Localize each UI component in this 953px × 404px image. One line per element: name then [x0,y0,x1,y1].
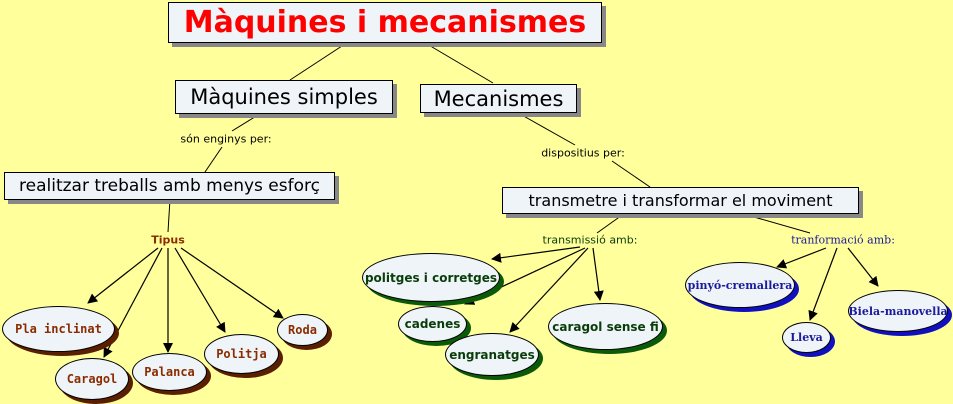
title-node: Màquines i mecanismes [168,2,602,43]
node-caragol: Caragol [55,358,129,400]
node-lleva: Lleva [782,322,831,353]
arrows [87,246,879,358]
line-title-mech [426,43,494,84]
node-palanca: Palanca [132,353,207,391]
node-engranatges: engranatges [445,333,539,376]
transformation-label: tranformació amb: [791,233,895,247]
transmission-label: transmissió amb: [542,233,638,247]
link-label-mech: dispositius per: [541,146,625,160]
types-label: Tipus [151,233,185,247]
node-purpose-simple: realitzar treballs amb menys esforç [4,172,335,200]
link-label-simple: són enginys per: [180,132,272,146]
node-pla-inclinat: Pla inclinat [2,306,115,352]
node-politges: politges i corretges [362,253,500,302]
node-cadenes: cadenes [398,306,467,342]
node-biela-manovella: Biela-manovella [848,290,948,332]
node-caragol-sense-fi: caragol sense fi [548,303,663,350]
node-purpose-mech: transmetre i transformar el moviment [502,187,859,214]
node-pinyo-cremallera: pinyó-cremallera [685,262,795,308]
node-simple-machines: Màquines simples [175,80,393,114]
line-title-simple [289,43,346,81]
node-roda: Roda [277,314,328,346]
node-politja: Politja [204,334,279,374]
node-mechanisms: Mecanismes [420,84,577,113]
